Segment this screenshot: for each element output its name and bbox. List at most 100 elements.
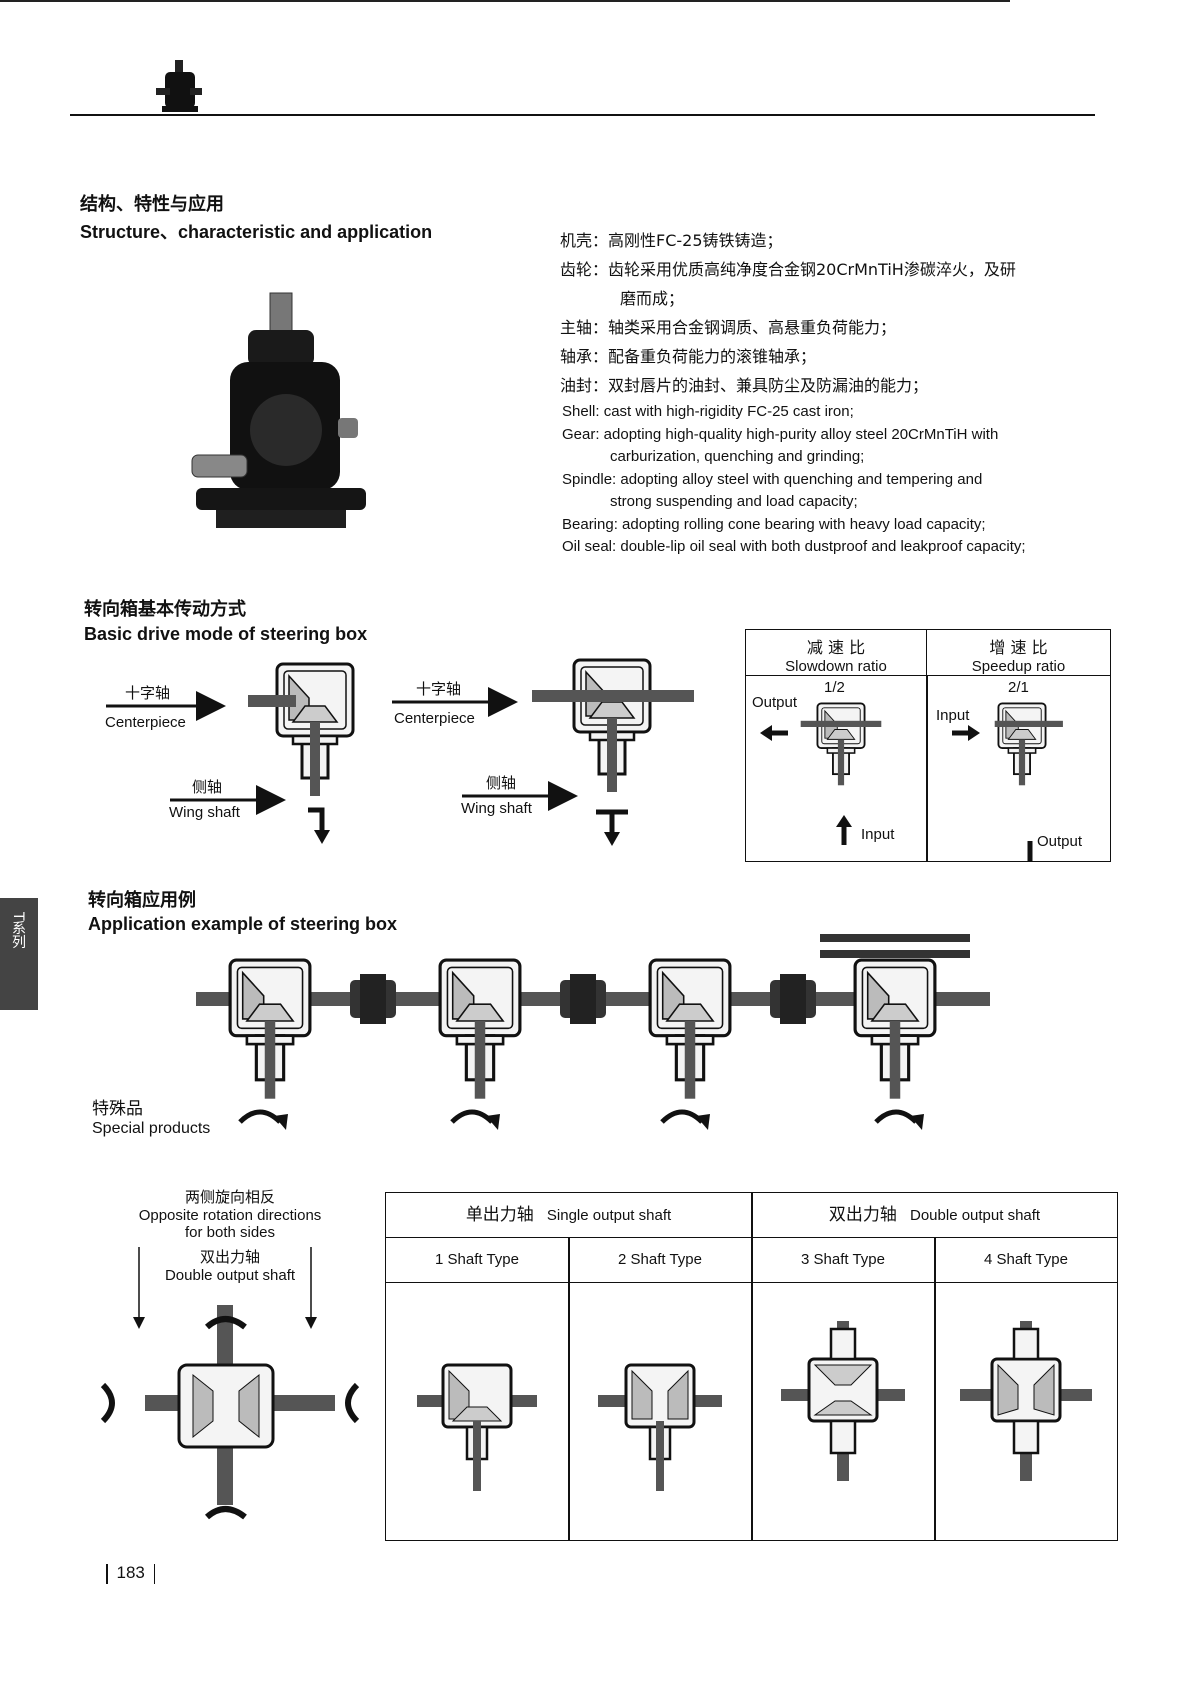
shaft-type-2: 2 Shaft Type bbox=[618, 1251, 702, 1268]
rotation-arrow-icon bbox=[238, 1109, 288, 1130]
drive-mode-title-cn: 转向箱基本传动方式 bbox=[84, 599, 246, 620]
coupling-icon bbox=[770, 974, 816, 1024]
opposite-rotation-en-2: for both sides bbox=[184, 1224, 276, 1241]
en-spec-spindle-cont: strong suspending and load capacity; bbox=[610, 493, 858, 510]
gearbox-icon bbox=[800, 702, 882, 787]
en-spec-gear: Gear: adopting high-quality high-purity … bbox=[562, 425, 999, 443]
page-number: 183 bbox=[97, 1563, 164, 1584]
ratio-divider bbox=[926, 675, 928, 861]
coupling-icon bbox=[560, 974, 606, 1024]
rotation-arrow-icon bbox=[308, 807, 330, 844]
gearbox-icon bbox=[994, 702, 1063, 787]
speedup-en: Speedup ratio bbox=[971, 658, 1066, 675]
shaft-type-4-icon bbox=[960, 1321, 1092, 1481]
wing-label-en-2: Wing shaft bbox=[461, 800, 532, 817]
cn-spec-spindle: 主轴：轴类采用合金钢调质、高悬重负荷能力； bbox=[560, 318, 897, 337]
rotation-arrow-icon bbox=[205, 1316, 247, 1330]
gearbox-icon bbox=[532, 658, 694, 794]
speedup-cn: 增 速 比 bbox=[989, 638, 1048, 657]
cn-spec-oilseal: 油封：双封唇片的油封、兼具防尘及防漏油的能力； bbox=[560, 376, 929, 395]
opposite-rotation-cn: 两侧旋向相反 bbox=[184, 1188, 275, 1206]
rotation-arrow-icon bbox=[205, 1506, 247, 1520]
gearbox-icon bbox=[248, 662, 355, 798]
single-output-en: Single output shaft bbox=[546, 1207, 672, 1224]
shaft-type-1: 1 Shaft Type bbox=[435, 1251, 519, 1268]
application-title-en: Application example of steering box bbox=[88, 914, 398, 934]
speedup-header: 增 速 比 Speedup ratio bbox=[927, 630, 1110, 676]
slowdown-input-label: Input bbox=[861, 826, 895, 843]
wing-label-cn-1: 侧轴 bbox=[192, 778, 223, 796]
col-divider-2 bbox=[751, 1193, 753, 1540]
series-side-tab: T系列 bbox=[0, 898, 38, 1010]
drive-mode-title-en: Basic drive mode of steering box bbox=[84, 624, 368, 644]
drive-mode-diagram bbox=[106, 658, 694, 846]
centerpiece-label-en-2: Centerpiece bbox=[394, 710, 475, 727]
centerpiece-label-cn-2: 十字轴 bbox=[416, 680, 462, 698]
top-shaft bbox=[820, 934, 970, 942]
gearbox-icon bbox=[228, 958, 312, 1101]
shaft-type-3: 3 Shaft Type bbox=[801, 1251, 885, 1268]
structure-title-en: Structure、characteristic and application bbox=[80, 222, 433, 242]
page-number-text: 183 bbox=[116, 1563, 145, 1582]
wing-label-en-1: Wing shaft bbox=[169, 804, 240, 821]
shaft-type-1-icon bbox=[417, 1363, 537, 1491]
double-output-diagram bbox=[100, 1247, 360, 1520]
ratio-table: 减 速 比 Slowdown ratio 增 速 比 Speedup ratio… bbox=[745, 629, 1111, 862]
top-border-line bbox=[0, 0, 1010, 2]
shaft-type-row: 1 Shaft Type 2 Shaft Type 3 Shaft Type 4… bbox=[386, 1238, 1117, 1283]
rotation-arrow-icon bbox=[874, 1109, 924, 1130]
single-output-cn: 单出力轴 bbox=[465, 1205, 534, 1225]
speedup-input-label: Input bbox=[936, 707, 970, 724]
header-rule bbox=[70, 114, 1095, 116]
en-spec-shell: Shell: cast with high-rigidity FC-25 cas… bbox=[562, 403, 854, 420]
rotation-arrow-icon bbox=[596, 809, 628, 846]
slowdown-en: Slowdown ratio bbox=[785, 658, 887, 675]
arrow-icon bbox=[760, 725, 788, 741]
rotation-arrow-icon bbox=[660, 1109, 710, 1130]
opposite-rotation-en-1: Opposite rotation directions bbox=[138, 1207, 322, 1224]
double-output-header-cn: 双出力轴 bbox=[828, 1205, 897, 1225]
rotation-arrow-icon bbox=[450, 1109, 500, 1130]
en-spec-bearing: Bearing: adopting rolling cone bearing w… bbox=[562, 515, 986, 533]
cn-spec-shell: 机壳：高刚性FC-25铸铁铸造； bbox=[560, 231, 783, 250]
slowdown-output-label: Output bbox=[752, 694, 798, 711]
centerpiece-label-cn-1: 十字轴 bbox=[125, 684, 171, 702]
shaft-type-2-icon bbox=[598, 1363, 722, 1491]
top-shaft-2 bbox=[820, 950, 970, 958]
ratio-diagram bbox=[760, 702, 1063, 861]
arrow-icon bbox=[836, 815, 852, 845]
slowdown-value: 1/2 bbox=[824, 679, 845, 696]
centerpiece-label-en-1: Centerpiece bbox=[105, 714, 186, 731]
application-title-cn: 转向箱应用例 bbox=[88, 890, 196, 911]
application-example-diagram bbox=[196, 934, 990, 1130]
opposite-rotation-caption: 两侧旋向相反 Opposite rotation directions for … bbox=[110, 1186, 350, 1284]
speedup-value: 2/1 bbox=[1008, 679, 1029, 696]
header-gearbox-icon bbox=[156, 60, 202, 112]
slowdown-header: 减 速 比 Slowdown ratio bbox=[746, 630, 927, 676]
cn-spec-list: 机壳：高刚性FC-25铸铁铸造； 齿轮：齿轮采用优质高纯净度合金钢20CrMnT… bbox=[560, 226, 1016, 400]
cn-spec-gear: 齿轮：齿轮采用优质高纯净度合金钢20CrMnTiH渗碳淬火，及研 bbox=[560, 260, 1016, 279]
en-spec-oilseal: Oil seal: double-lip oil seal with both … bbox=[562, 538, 1026, 555]
col-divider-3 bbox=[934, 1238, 936, 1540]
special-products-en: Special products bbox=[92, 1120, 211, 1137]
cn-spec-bearing: 轴承：配备重负荷能力的滚锥轴承； bbox=[560, 347, 817, 366]
structure-title-cn: 结构、特性与应用 bbox=[80, 194, 224, 215]
single-output-header: 单出力轴 Single output shaft bbox=[386, 1193, 752, 1238]
shaft-type-table: 单出力轴 Single output shaft 双出力轴 Double out… bbox=[385, 1192, 1118, 1541]
coupling-icon bbox=[350, 974, 396, 1024]
slowdown-cn: 减 速 比 bbox=[806, 638, 866, 657]
double-output-en: Double output shaft bbox=[164, 1267, 296, 1284]
shaft-type-diagrams bbox=[417, 1321, 1092, 1491]
speedup-output-label: Output bbox=[1037, 833, 1083, 850]
en-spec-list: Shell: cast with high-rigidity FC-25 cas… bbox=[562, 401, 1026, 559]
shaft-type-4: 4 Shaft Type bbox=[984, 1251, 1068, 1268]
double-output-header-en: Double output shaft bbox=[910, 1207, 1041, 1224]
gearbox-icon bbox=[438, 958, 522, 1101]
gearbox-icon bbox=[648, 958, 732, 1101]
special-products-cn: 特殊品 bbox=[92, 1099, 143, 1119]
shaft-type-3-icon bbox=[781, 1321, 905, 1481]
product-photo bbox=[191, 292, 366, 528]
en-spec-gear-cont: carburization, quenching and grinding; bbox=[610, 448, 865, 465]
double-output-cn: 双出力轴 bbox=[199, 1248, 260, 1266]
wing-label-cn-2: 侧轴 bbox=[486, 774, 517, 792]
